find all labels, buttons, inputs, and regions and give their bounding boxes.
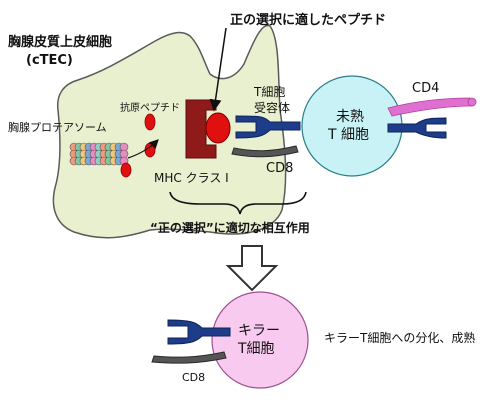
mhc-class-i-icon: [185, 99, 231, 159]
killer-cell-label-line1: キラー: [238, 323, 280, 339]
peptide-icon: [144, 142, 156, 158]
ctec-name-label: 胸腺皮質上皮細胞: [8, 35, 113, 50]
t-cell-receptor-icon: [387, 117, 447, 139]
immature-cell-label-line2: T 細胞: [328, 127, 370, 143]
interaction-label: “正の選択”に適切な相互作用: [150, 221, 310, 235]
peptide-arrow: [127, 139, 159, 159]
selecting-peptide-label: 正の選択に適したペプチド: [230, 13, 387, 28]
down-arrow-icon: [225, 245, 279, 292]
proteasome-icon: [69, 142, 129, 166]
ctec-abbr-label: (cTEC): [26, 53, 73, 68]
brace-icon: [169, 191, 307, 215]
killer-t-cell: [211, 291, 309, 389]
proteasome-label: 胸腺プロテアソーム: [8, 121, 107, 134]
mhc-label: MHC クラス I: [154, 171, 229, 185]
tcr-label-line1: T細胞: [254, 85, 286, 99]
selecting-peptide-pointer: [209, 27, 227, 112]
immature-cell-label-line1: 未熟: [336, 109, 364, 125]
cd4-icon: [387, 97, 477, 117]
tcr-label-line2: 受容体: [254, 101, 291, 115]
cd8-top-label: CD8: [266, 161, 294, 176]
selecting-peptide-icon: [205, 112, 231, 144]
cd4-label: CD4: [412, 81, 440, 96]
t-cell-receptor-icon: [167, 319, 231, 345]
peptide-icon: [144, 113, 156, 131]
cd8-icon: [151, 351, 227, 364]
t-cell-receptor-icon: [235, 115, 301, 139]
killer-cell-label-line2: T細胞: [238, 341, 275, 357]
antigen-peptide-label: 抗原ペプチド: [120, 103, 180, 114]
peptide-icon: [120, 162, 132, 178]
cd8-bottom-label: CD8: [182, 371, 206, 384]
immature-t-cell: [301, 75, 403, 177]
ctec-cell-body: [52, 24, 287, 239]
cd8-icon: [231, 145, 299, 158]
differentiation-label: キラーT細胞への分化、成熟: [324, 331, 476, 345]
